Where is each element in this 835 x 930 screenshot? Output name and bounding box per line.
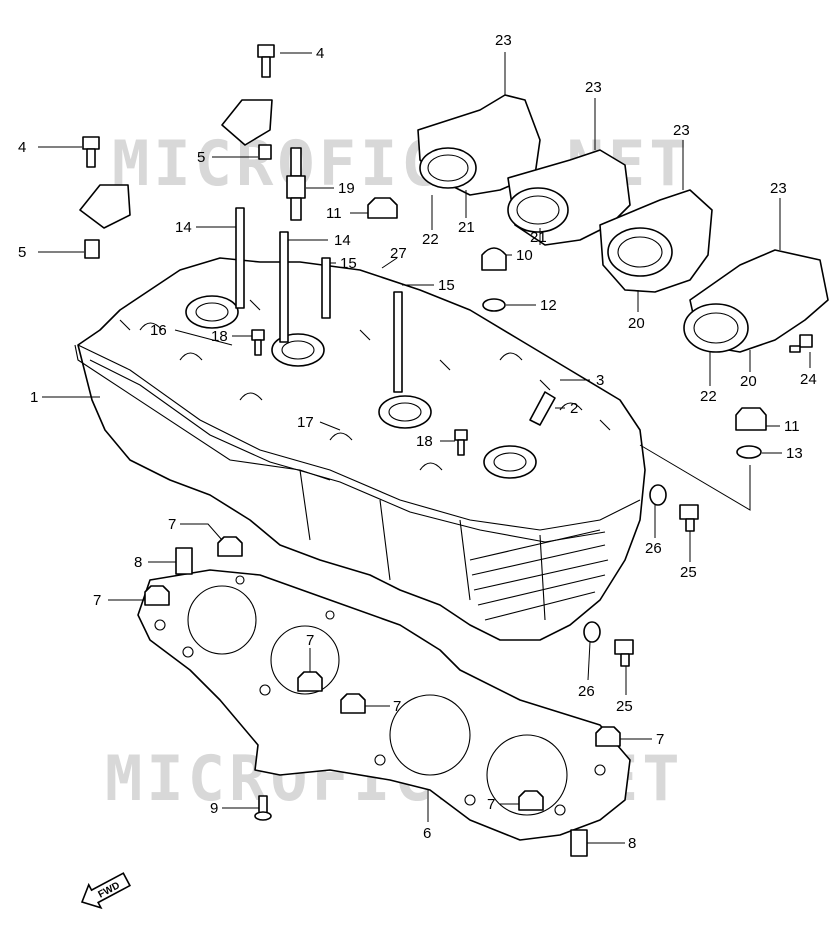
bolt-18-b[interactable]: [454, 429, 468, 456]
callout-18: 18: [211, 328, 228, 345]
spark-plug[interactable]: [286, 147, 306, 221]
callout-2: 2: [570, 400, 578, 417]
nut-7-f[interactable]: [518, 790, 544, 811]
nut-7-a[interactable]: [217, 536, 243, 557]
bolt-18-a[interactable]: [251, 329, 265, 356]
callout-14: 14: [175, 219, 192, 236]
callout-15: 15: [340, 255, 357, 272]
gasket-26-a[interactable]: [649, 484, 667, 506]
forward-arrow-icon: FWD: [80, 872, 131, 910]
callout-4: 4: [316, 45, 324, 62]
callout-8: 8: [628, 835, 636, 852]
callout-22: 22: [422, 231, 439, 248]
nut-11-top[interactable]: [367, 197, 398, 219]
callout-17: 17: [297, 414, 314, 431]
callout-7: 7: [306, 632, 314, 649]
stud-14-b[interactable]: [279, 231, 289, 343]
head-gasket[interactable]: [137, 569, 631, 841]
cylinder-head[interactable]: [77, 257, 646, 641]
callout-16: 16: [150, 322, 167, 339]
oil-jet-2[interactable]: [529, 391, 556, 426]
gasket-26-b[interactable]: [583, 621, 601, 643]
dowel-8-b[interactable]: [570, 829, 588, 857]
callout-10: 10: [516, 247, 533, 264]
callout-25: 25: [680, 564, 697, 581]
callout-23: 23: [495, 32, 512, 49]
screw-24[interactable]: [789, 334, 813, 353]
callout-11: 11: [784, 418, 800, 435]
nut-11-right[interactable]: [735, 407, 767, 431]
dowel-5-left[interactable]: [84, 239, 100, 259]
callout-8: 8: [134, 554, 142, 571]
callout-5: 5: [18, 244, 26, 261]
callout-1: 1: [30, 389, 38, 406]
washer-12[interactable]: [482, 298, 506, 312]
stud-14-a[interactable]: [235, 207, 245, 309]
callout-22: 22: [700, 388, 717, 405]
nut-7-b[interactable]: [144, 585, 170, 606]
callout-15: 15: [438, 277, 455, 294]
callout-24: 24: [800, 371, 817, 388]
fwd-label: FWD: [96, 880, 121, 900]
callout-7: 7: [168, 516, 176, 533]
intake-holder-1[interactable]: [417, 94, 541, 196]
callout-11: 11: [326, 205, 342, 222]
callout-7: 7: [656, 731, 664, 748]
callout-3: 3: [596, 372, 604, 389]
callout-4: 4: [18, 139, 26, 156]
callout-26: 26: [578, 683, 595, 700]
callout-27: 27: [390, 245, 407, 262]
dowel-5-top[interactable]: [258, 144, 272, 160]
callout-23: 23: [673, 122, 690, 139]
washer-13[interactable]: [736, 445, 762, 459]
callout-23: 23: [770, 180, 787, 197]
callout-7: 7: [393, 698, 401, 715]
nut-7-d[interactable]: [340, 693, 366, 714]
callout-12: 12: [540, 297, 557, 314]
stud-15-a[interactable]: [321, 257, 331, 319]
callout-23: 23: [585, 79, 602, 96]
callout-13: 13: [786, 445, 803, 462]
callout-18: 18: [416, 433, 433, 450]
callout-19: 19: [338, 180, 355, 197]
plug-25-a[interactable]: [679, 504, 699, 532]
callout-20: 20: [740, 373, 757, 390]
intake-holder-3[interactable]: [599, 189, 713, 293]
callout-21: 21: [458, 219, 475, 236]
intake-holder-4[interactable]: [683, 249, 829, 353]
plug-25-b[interactable]: [614, 639, 634, 667]
cap-nut-10[interactable]: [481, 247, 507, 271]
camshaft-cap-top[interactable]: [221, 99, 273, 146]
callout-5: 5: [197, 149, 205, 166]
callout-26: 26: [645, 540, 662, 557]
callout-25: 25: [616, 698, 633, 715]
callout-20: 20: [628, 315, 645, 332]
bolt-4-top[interactable]: [257, 44, 275, 78]
dowel-8-a[interactable]: [175, 547, 193, 575]
intake-holder-2[interactable]: [507, 149, 631, 246]
callout-7: 7: [93, 592, 101, 609]
leader-lines: [38, 52, 811, 844]
camshaft-cap-left[interactable]: [79, 184, 131, 229]
nut-7-e[interactable]: [595, 726, 621, 747]
callout-6: 6: [423, 825, 431, 842]
callout-14: 14: [334, 232, 351, 249]
nut-7-c[interactable]: [297, 671, 323, 692]
head-seal-line: [74, 344, 331, 481]
stud-15-b[interactable]: [393, 291, 403, 393]
bolt-9[interactable]: [254, 795, 272, 821]
callout-labels: 4 4 5 5 19 11 14 14 15 15 27 16 18 18 17…: [18, 32, 817, 852]
callout-9: 9: [210, 800, 218, 817]
callout-7: 7: [487, 796, 495, 813]
callout-21: 21: [530, 229, 547, 246]
bolt-4-left[interactable]: [82, 136, 100, 168]
